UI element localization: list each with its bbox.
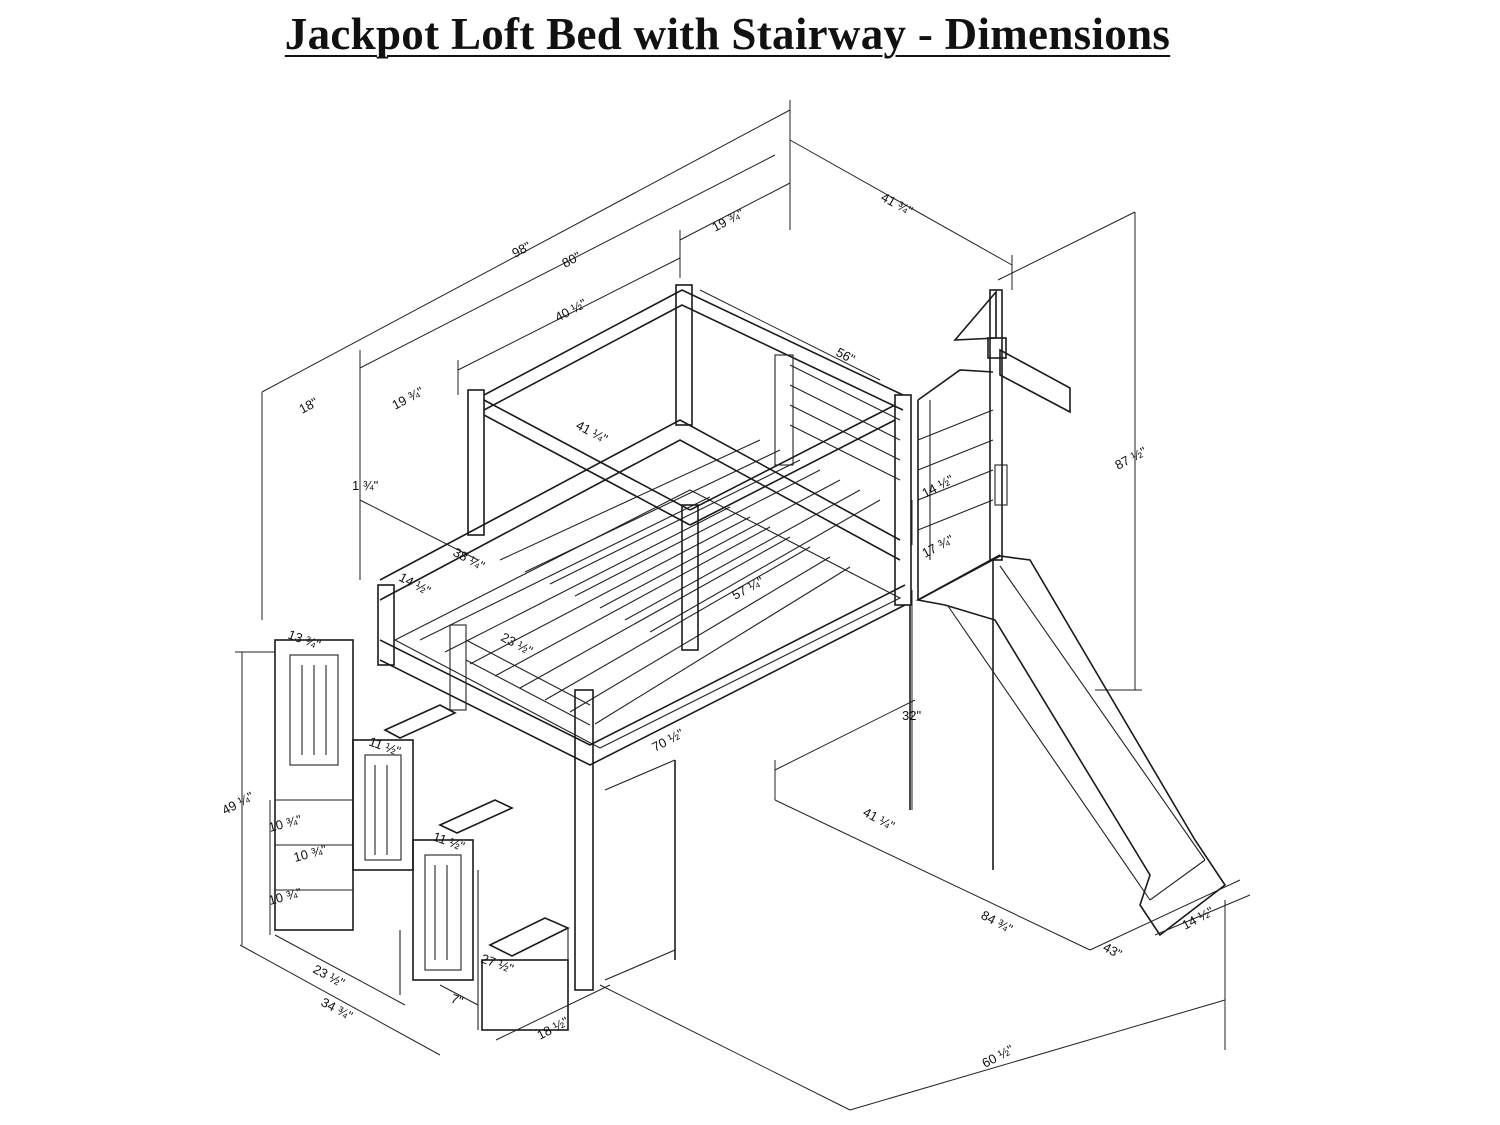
staircase [274,639,570,1031]
dim-7: 7" [449,991,466,1009]
dim-49-1-4: 49 ¼" [219,788,256,817]
dim-10-3-4-a: 10 ¾" [267,812,304,835]
dim-70-1-2: 70 ½" [649,725,686,754]
top-dimension-lines [261,100,1142,691]
dim-17-3-4: 17 ¾" [919,531,956,560]
dim-41-1-4-under: 41 ¼" [861,804,898,833]
dim-11-1-2-b: 11 ½" [431,829,467,854]
tower-platform [917,289,1071,601]
dim-18: 18" [296,394,320,416]
dim-10-3-4-c: 10 ¾" [267,885,304,908]
dim-43: 43" [1101,939,1125,961]
dim-23-1-2-stair: 23 ½" [311,961,348,990]
dim-18-1-2: 18 ½" [534,1013,571,1042]
dim-14-1-2-top: 14 ½" [919,471,956,500]
dim-23-1-2-step: 23 ½" [499,629,536,658]
page-title: Jackpot Loft Bed with Stairway - Dimensi… [284,9,1171,59]
bed-frame [377,284,994,991]
slide [915,555,1227,937]
dim-19-3-4-stair: 19 ¾" [389,383,426,412]
dim-87-1-2: 87 ½" [1112,443,1149,472]
dim-38-1-4: 38 ¼" [451,544,488,573]
dim-19-3-4-end: 19 ¾" [709,205,746,234]
dim-80: 80" [559,248,583,270]
dim-98: 98" [509,238,533,260]
dim-41-1-4-top: 41 ¼" [574,417,611,446]
dim-14-1-2-slide: 14 ½" [1179,903,1216,932]
dim-41-3-4: 41 ¾" [879,189,916,218]
dim-40-1-2: 40 ½" [552,295,589,324]
bottom-dimension-lines [235,500,1251,1111]
dim-1-3-4: 1 ¾" [352,478,379,493]
dim-32: 32" [902,708,921,723]
dim-13-3-4: 13 ¾" [286,627,323,653]
